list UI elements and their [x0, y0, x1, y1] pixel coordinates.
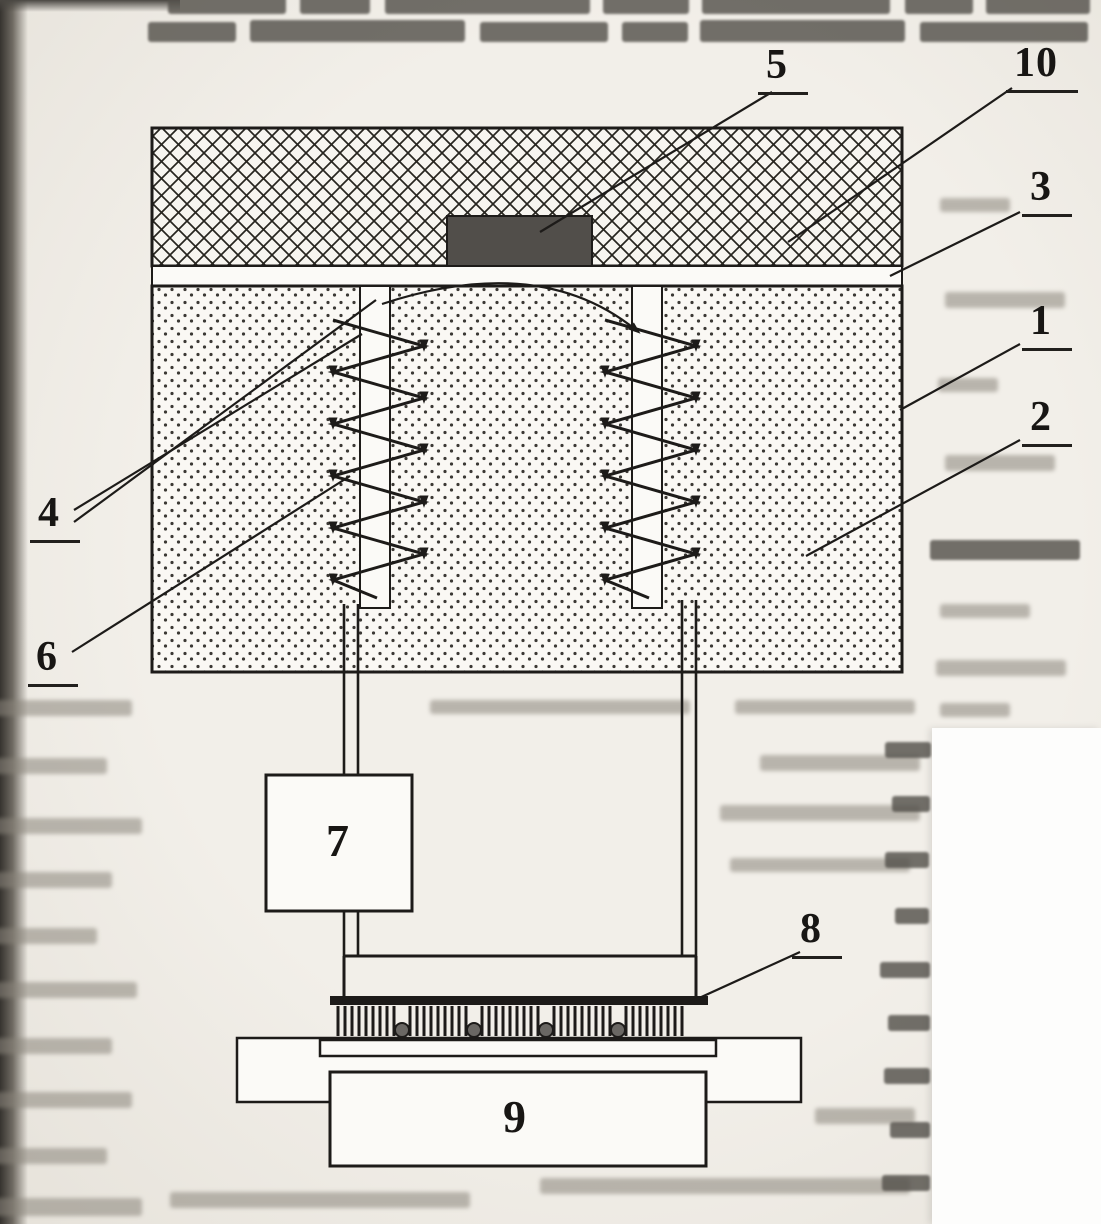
background-text-artifact — [730, 858, 910, 872]
background-text-artifact — [940, 703, 1010, 717]
background-text-artifact — [940, 604, 1030, 618]
callout-10: 10 — [1006, 42, 1078, 93]
background-text-artifact — [603, 0, 689, 14]
background-text-artifact — [0, 872, 112, 888]
callout-6: 6 — [28, 636, 78, 687]
mounting-plate — [318, 1038, 718, 1058]
background-text-artifact — [430, 700, 690, 714]
background-text-artifact — [895, 908, 929, 924]
callout-leader-1 — [899, 343, 1021, 411]
callout-leader-4a — [73, 333, 363, 511]
background-text-artifact — [945, 455, 1055, 471]
heat-sink-fin-group — [552, 1004, 612, 1038]
background-text-artifact — [720, 805, 920, 821]
callout-1: 1 — [1022, 300, 1072, 351]
scan-edge-shadow-top — [0, 0, 180, 12]
callout-leader-3 — [889, 211, 1021, 277]
background-text-artifact — [936, 660, 1066, 676]
base-unit — [328, 1070, 708, 1168]
background-text-artifact — [890, 1122, 930, 1138]
callout-leader-10 — [787, 87, 1013, 243]
background-text-artifact — [940, 198, 1010, 212]
heat-sink-fin-group — [408, 1004, 468, 1038]
background-text-artifact — [884, 1068, 930, 1084]
heat-sink-fin-group — [480, 1004, 540, 1038]
callout-2: 2 — [1022, 396, 1072, 447]
callout-9: 9 — [503, 1091, 527, 1142]
background-text-artifact — [905, 0, 973, 14]
background-text-artifact — [168, 0, 286, 14]
background-text-artifact — [0, 1092, 132, 1108]
background-text-artifact — [920, 22, 1088, 42]
background-text-artifact — [170, 1192, 470, 1208]
callout-leader-2 — [805, 439, 1021, 557]
solder-ball — [538, 1022, 554, 1038]
solder-ball — [466, 1022, 482, 1038]
background-text-artifact — [945, 292, 1065, 308]
callout-leader-4b — [73, 299, 377, 523]
background-text-artifact — [702, 0, 890, 14]
callout-leader-8 — [685, 950, 801, 1006]
background-text-artifact — [880, 962, 930, 978]
background-text-artifact — [735, 700, 915, 714]
lead-wires-left — [342, 604, 360, 956]
background-text-artifact — [0, 700, 132, 716]
background-text-artifact — [986, 0, 1090, 14]
background-text-artifact — [0, 928, 97, 944]
callout-7: 7 — [326, 815, 350, 866]
background-text-artifact — [815, 1108, 915, 1124]
background-text-artifact — [888, 1015, 930, 1031]
background-text-artifact — [882, 1175, 930, 1191]
background-text-artifact — [700, 20, 905, 42]
background-text-artifact — [885, 742, 931, 758]
callout-leader-5 — [539, 91, 773, 233]
background-text-artifact — [0, 982, 137, 998]
callout-3: 3 — [1022, 166, 1072, 217]
background-text-artifact — [300, 0, 370, 14]
right-coil-electrode — [599, 318, 702, 600]
lead-wires-right — [680, 600, 698, 956]
background-text-artifact — [250, 20, 465, 42]
background-text-artifact — [892, 796, 930, 812]
coil-connecting-arc — [381, 282, 641, 334]
white-patch-overlay — [932, 728, 1101, 1224]
connector-rail — [342, 954, 698, 996]
stippled-body-block — [150, 284, 904, 674]
background-text-artifact — [0, 1038, 112, 1054]
background-text-artifact — [0, 1148, 107, 1164]
thin-interface-plate — [151, 265, 903, 287]
heat-sink-base-plate — [330, 996, 708, 1005]
background-text-artifact — [930, 540, 1080, 560]
control-box — [264, 773, 414, 913]
background-text-artifact — [885, 852, 929, 868]
background-text-artifact — [540, 1178, 910, 1194]
callout-5: 5 — [758, 44, 808, 95]
background-text-artifact — [148, 22, 236, 42]
dark-insert-block — [446, 215, 593, 267]
left-coil-electrode — [327, 318, 430, 600]
callout-leader-6 — [71, 475, 351, 653]
background-text-artifact — [0, 818, 142, 834]
callout-4: 4 — [30, 492, 80, 543]
background-text-artifact — [0, 1198, 142, 1216]
background-text-artifact — [480, 22, 608, 42]
heat-sink-fin-group — [624, 1004, 684, 1038]
background-text-artifact — [0, 758, 107, 774]
heat-sink-fin-group — [336, 1004, 396, 1038]
callout-8: 8 — [792, 908, 842, 959]
background-text-artifact — [622, 22, 688, 42]
solder-ball — [394, 1022, 410, 1038]
background-text-artifact — [385, 0, 590, 14]
scan-edge-shadow-left — [0, 0, 28, 1224]
background-text-artifact — [760, 755, 920, 771]
solder-ball — [610, 1022, 626, 1038]
